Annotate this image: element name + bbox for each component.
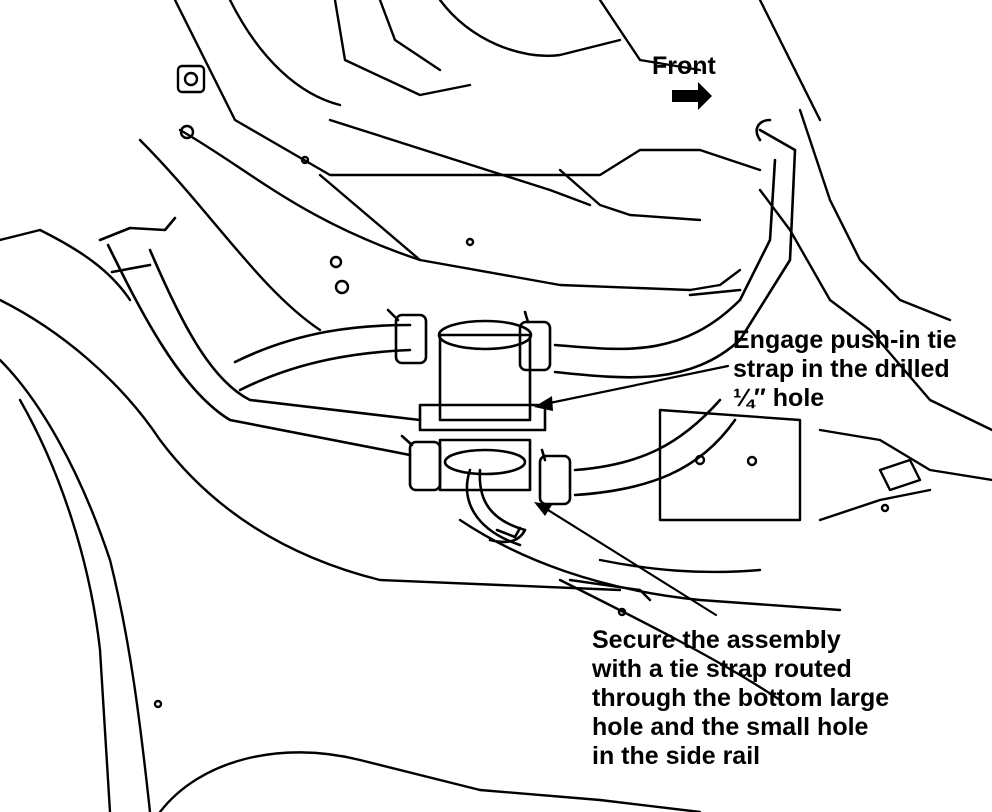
front-direction-label: Front (652, 52, 716, 81)
front-arrow-icon (672, 82, 712, 110)
secure-assembly-callout: Secure the assembly with a tie strap rou… (592, 626, 889, 771)
leader-arrowheads (534, 396, 553, 516)
engage-tie-strap-callout: Engage push-in tie strap in the drilled … (733, 326, 957, 413)
callout-line: through the bottom large (592, 684, 890, 712)
callout-line: strap in the drilled (733, 355, 950, 383)
callout-line: Secure the assembly (592, 626, 841, 654)
front-label-text: Front (652, 52, 716, 80)
leader-lines (538, 364, 730, 617)
valve-assembly (386, 308, 572, 547)
heater-hoses (98, 118, 797, 497)
callout-line: with a tie strap routed (592, 655, 852, 683)
callout-line: hole and the small hole (592, 713, 869, 741)
callout-line: in the side rail (592, 742, 761, 770)
callout-line: ¼″ hole (733, 384, 825, 412)
callout-line: Engage push-in tie (733, 326, 957, 354)
mounting-holes (153, 64, 890, 709)
